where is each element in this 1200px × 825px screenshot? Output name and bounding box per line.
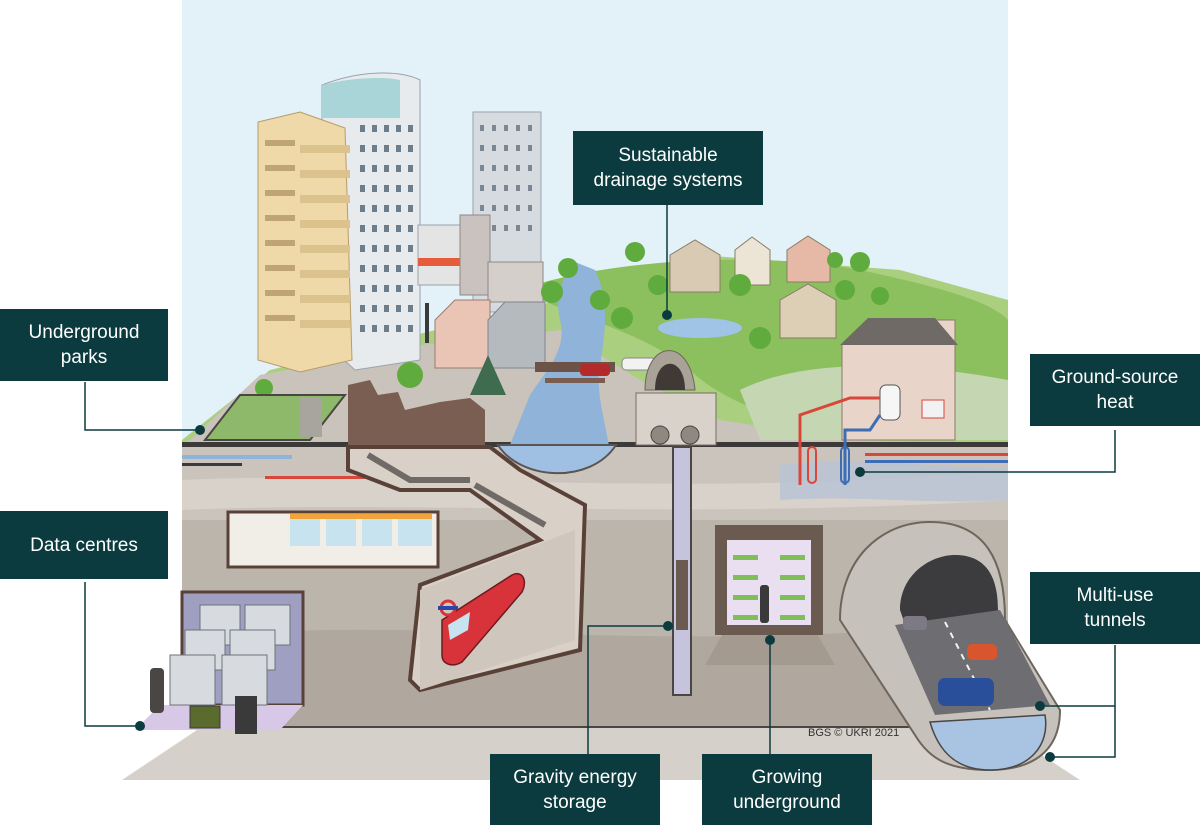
leader-dots: [135, 310, 1055, 762]
heat-pump-tank: [879, 384, 901, 421]
label-growing-underground: Growing underground: [702, 754, 872, 825]
train-window: [448, 612, 470, 640]
server-racks: [169, 604, 291, 706]
shaft-wheel-left: [650, 425, 670, 445]
underground-roundel-bar: [438, 606, 458, 610]
cafe-window-3: [362, 518, 392, 546]
escalator-upper: [366, 452, 470, 483]
white-tower-windows: [360, 125, 413, 332]
plant-shelves: [733, 555, 805, 620]
suds-pond: [658, 318, 742, 338]
road-bridge: [535, 362, 615, 372]
metro-entrance-building: [348, 380, 485, 445]
borehole-red: [807, 446, 817, 484]
cream-apartment-windows: [265, 140, 295, 321]
copyright-credit: BGS © UKRI 2021: [808, 727, 900, 739]
borehole-blue: [840, 446, 850, 484]
suburban-houses: [669, 235, 837, 339]
radiator: [921, 399, 945, 419]
tunnel-car-grey: [903, 616, 927, 630]
label-data-centres: Data centres: [0, 511, 168, 579]
red-car: [580, 364, 610, 376]
heat-house-roof: [840, 318, 958, 345]
gravity-weight: [676, 560, 688, 630]
cafe-window-4: [398, 518, 432, 546]
metro-train: [441, 573, 526, 666]
heat-pipe-red: [798, 396, 880, 485]
farmer-silhouette: [760, 585, 769, 623]
river-channel-cut: [496, 444, 618, 475]
server-tower: [235, 696, 257, 734]
white-tower-glass: [322, 77, 400, 118]
heat-pipe-blue: [843, 414, 882, 485]
surface-tunnel-opening: [655, 363, 685, 390]
gravity-shaft-building: [635, 392, 717, 446]
monitor-icon: [189, 705, 221, 729]
brick-block: [459, 214, 491, 296]
label-sustainable-drainage: Sustainable drainage systems: [573, 131, 763, 205]
tunnel-road: [895, 610, 1050, 715]
traffic-light: [425, 303, 429, 343]
tunnel-car-blue: [938, 678, 994, 706]
shop-building: [417, 224, 461, 286]
trees: [255, 242, 889, 397]
bottom-line: [182, 726, 1008, 729]
cream-apartment-balconies: [300, 145, 350, 328]
cafe-window-1: [290, 518, 320, 546]
tunnel-water-channel: [929, 714, 1047, 771]
cafe-window-2: [326, 518, 356, 546]
person-silhouette: [150, 668, 164, 713]
grey-house: [487, 301, 546, 369]
label-gravity-energy-storage: Gravity energy storage: [490, 754, 660, 825]
utility-pipes: [182, 453, 1008, 479]
grey-tower-windows: [480, 125, 532, 231]
low-block: [487, 261, 544, 303]
footbridge: [545, 378, 605, 383]
cafe-awning: [290, 514, 432, 519]
dark-tree: [470, 355, 506, 395]
tunnel-lane-line: [944, 621, 991, 711]
shop-awning: [418, 258, 460, 266]
escalator-lower: [473, 482, 547, 528]
park-stair: [300, 397, 322, 437]
label-multi-use-tunnels: Multi-use tunnels: [1030, 572, 1200, 644]
shaft-wheel-right: [680, 425, 700, 445]
label-underground-parks: Underground parks: [0, 309, 168, 381]
tunnel-car-orange: [967, 644, 997, 660]
label-ground-source-heat: Ground-source heat: [1030, 354, 1200, 426]
leader-lines: [84, 203, 1116, 758]
